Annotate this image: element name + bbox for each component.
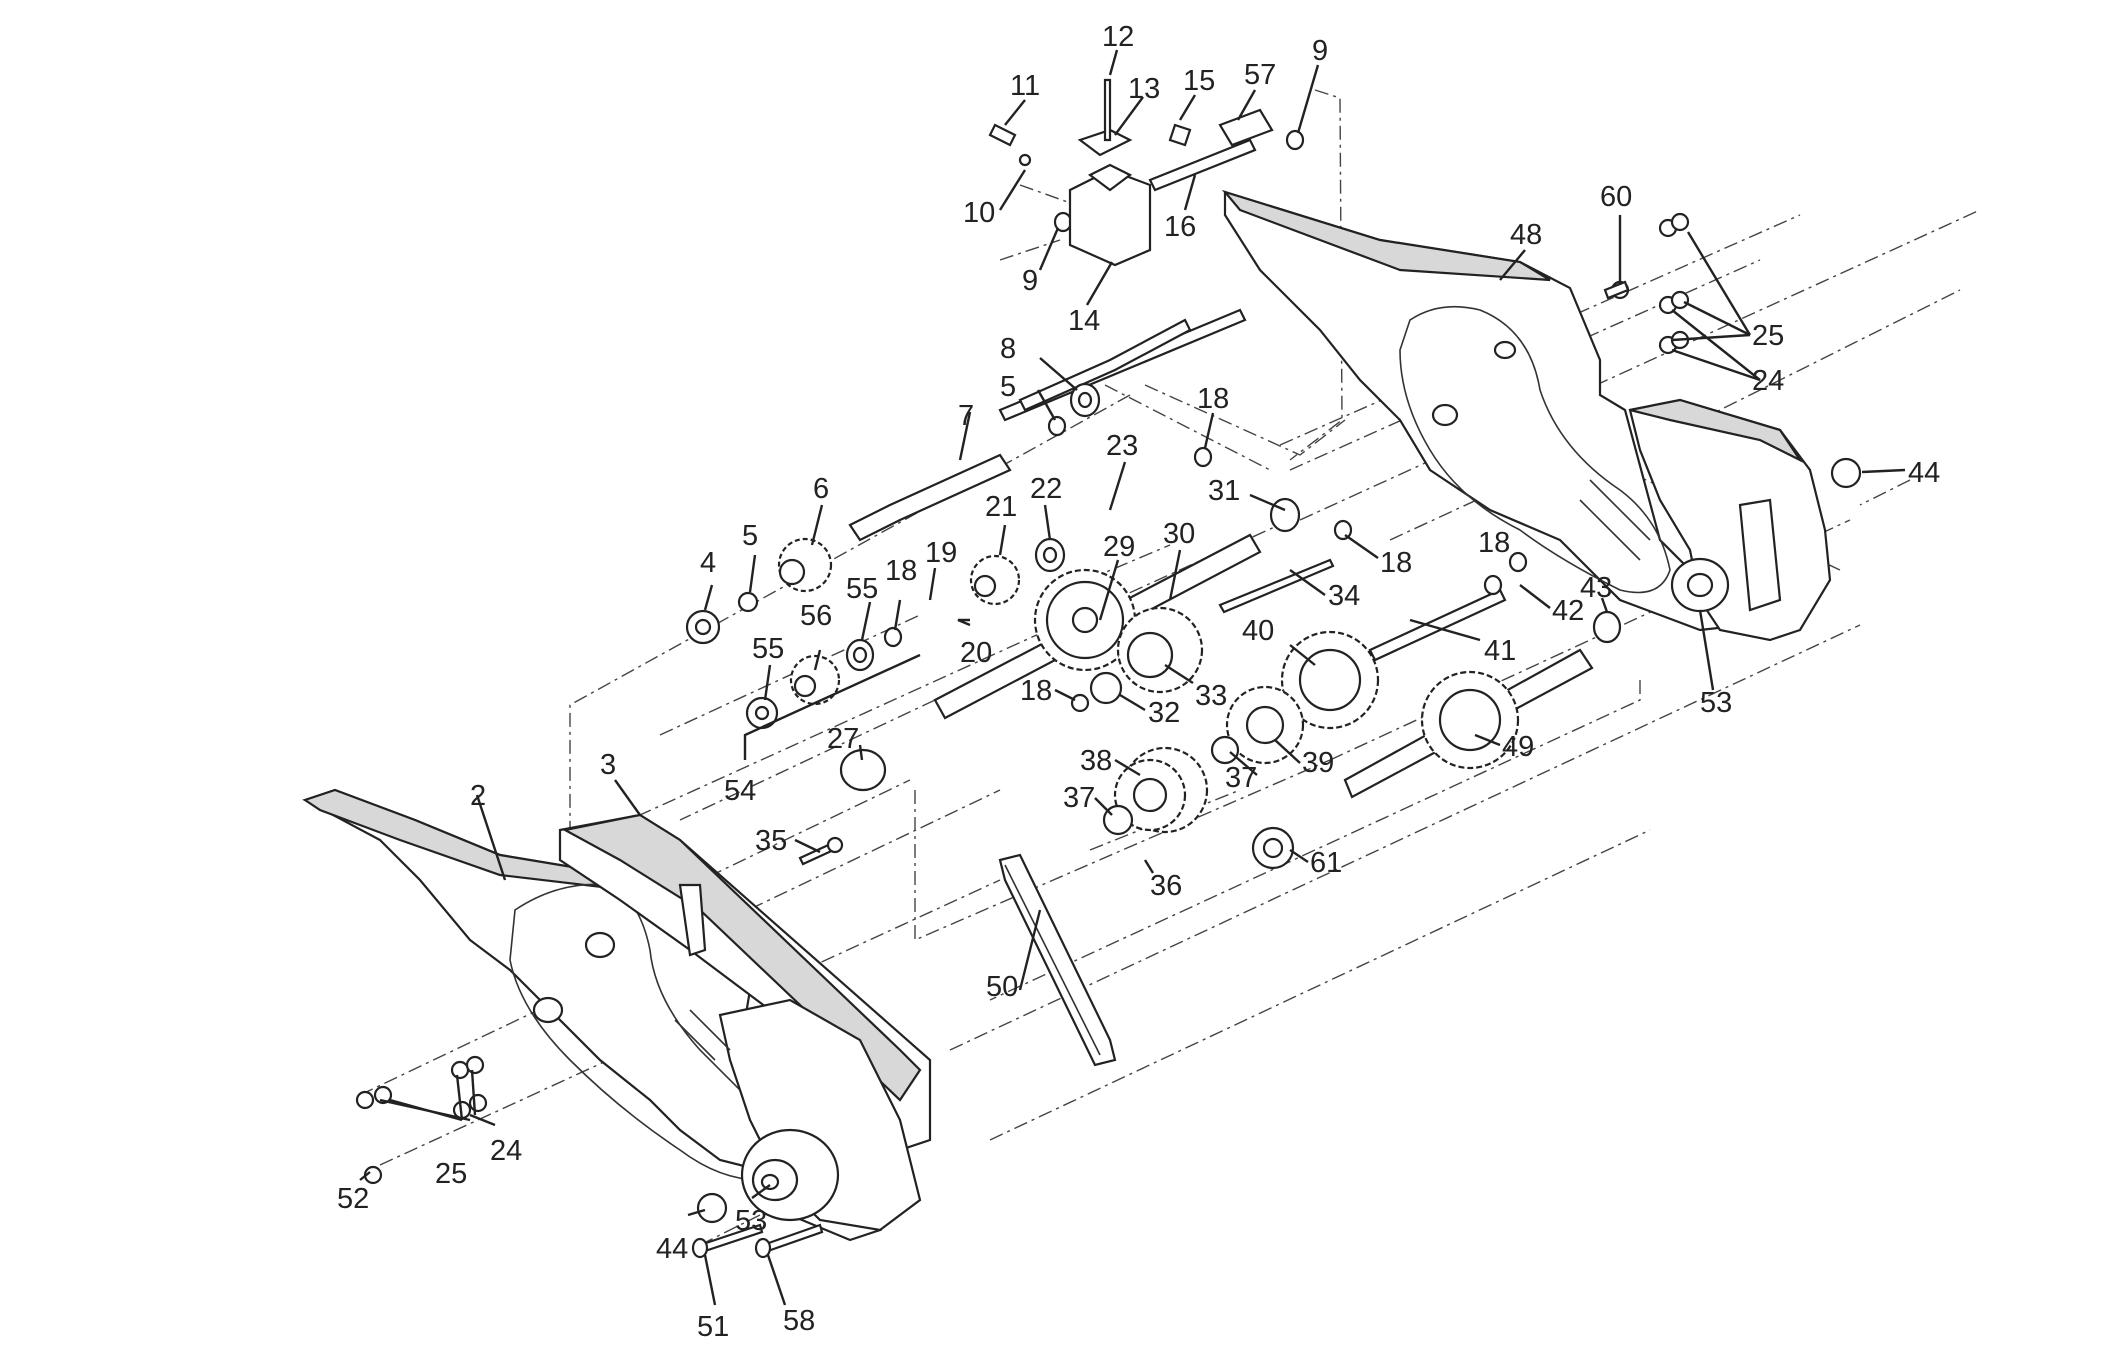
callout-44-right: 44 <box>1908 457 1940 489</box>
gears-and-sprockets <box>777 537 1520 834</box>
callout-48: 48 <box>1510 219 1542 251</box>
gear-56 <box>789 654 841 706</box>
callout-5-left: 5 <box>742 520 758 552</box>
callout-24-right: 24 <box>1752 365 1784 397</box>
callout-40: 40 <box>1242 615 1274 647</box>
gear-33 <box>1116 606 1204 694</box>
bolts <box>691 280 1630 1259</box>
callout-16: 16 <box>1164 211 1196 243</box>
callout-51: 51 <box>697 1311 729 1343</box>
callout-60: 60 <box>1600 181 1632 213</box>
callout-24-left: 24 <box>490 1135 522 1167</box>
callout-31: 31 <box>1208 475 1240 507</box>
callout-53-left: 53 <box>735 1205 767 1237</box>
callout-10: 10 <box>963 197 995 229</box>
callout-6: 6 <box>813 473 829 505</box>
callout-14: 14 <box>1068 305 1100 337</box>
callout-49: 49 <box>1502 731 1534 763</box>
callout-56: 56 <box>800 600 832 632</box>
callout-18-a: 18 <box>1197 383 1229 415</box>
callout-11: 11 <box>1010 70 1040 102</box>
callout-18-b: 18 <box>885 555 917 587</box>
callout-43: 43 <box>1580 572 1612 604</box>
left-chain-case <box>302 788 932 1242</box>
gear-6 <box>777 537 833 593</box>
callout-labels: 12 11 13 15 57 9 10 16 9 14 60 48 25 24 … <box>337 21 1940 1343</box>
callout-58: 58 <box>783 1305 815 1337</box>
callout-27: 27 <box>827 723 859 755</box>
leader-lines <box>359 49 1906 1306</box>
callout-55-top: 55 <box>846 573 878 605</box>
callout-15: 15 <box>1183 65 1215 97</box>
callout-12: 12 <box>1102 21 1134 53</box>
callout-41: 41 <box>1484 635 1516 667</box>
callout-38: 38 <box>1080 745 1112 777</box>
callout-4: 4 <box>700 547 716 579</box>
callout-9-top: 9 <box>1312 35 1328 67</box>
callout-7: 7 <box>958 400 974 432</box>
callout-36: 36 <box>1150 870 1182 902</box>
callout-18-e: 18 <box>1020 675 1052 707</box>
sprocket-39 <box>1225 685 1305 765</box>
drive-chain <box>998 853 1117 1067</box>
callout-21: 21 <box>985 491 1017 523</box>
callout-37-left: 37 <box>1063 782 1095 814</box>
callout-37-right: 37 <box>1225 762 1257 794</box>
callout-57: 57 <box>1244 59 1276 91</box>
callout-29: 29 <box>1103 531 1135 563</box>
callout-53-right: 53 <box>1700 687 1732 719</box>
callout-5-top: 5 <box>1000 371 1016 403</box>
callout-35: 35 <box>755 825 787 857</box>
callout-23: 23 <box>1106 430 1138 462</box>
callout-2: 2 <box>470 780 486 812</box>
sprocket-49 <box>1420 670 1520 770</box>
callout-50: 50 <box>986 971 1018 1003</box>
callout-52: 52 <box>337 1183 369 1215</box>
callout-18-c: 18 <box>1380 547 1412 579</box>
gear-21 <box>969 554 1021 606</box>
callout-19: 19 <box>925 537 957 569</box>
callout-34: 34 <box>1328 580 1360 612</box>
right-chain-case <box>1221 189 1832 642</box>
callout-61: 61 <box>1310 847 1342 879</box>
callout-25-right: 25 <box>1752 320 1784 352</box>
gear-38 <box>1113 746 1209 834</box>
callout-3: 3 <box>600 749 616 781</box>
callout-55-low: 55 <box>752 633 784 665</box>
callout-25-left: 25 <box>435 1158 467 1190</box>
callout-30: 30 <box>1163 518 1195 550</box>
callout-20: 20 <box>960 637 992 669</box>
callout-54: 54 <box>724 775 756 807</box>
callout-13: 13 <box>1128 73 1160 105</box>
callout-33: 33 <box>1195 680 1227 712</box>
callout-18-d: 18 <box>1478 527 1510 559</box>
callout-44-left: 44 <box>656 1233 688 1265</box>
callout-8: 8 <box>1000 333 1016 365</box>
callout-22: 22 <box>1030 473 1062 505</box>
callout-32: 32 <box>1148 697 1180 729</box>
shift-assembly-parts <box>988 78 1274 267</box>
callout-9-mid: 9 <box>1022 265 1038 297</box>
callout-39: 39 <box>1302 747 1334 779</box>
callout-42: 42 <box>1552 595 1584 627</box>
